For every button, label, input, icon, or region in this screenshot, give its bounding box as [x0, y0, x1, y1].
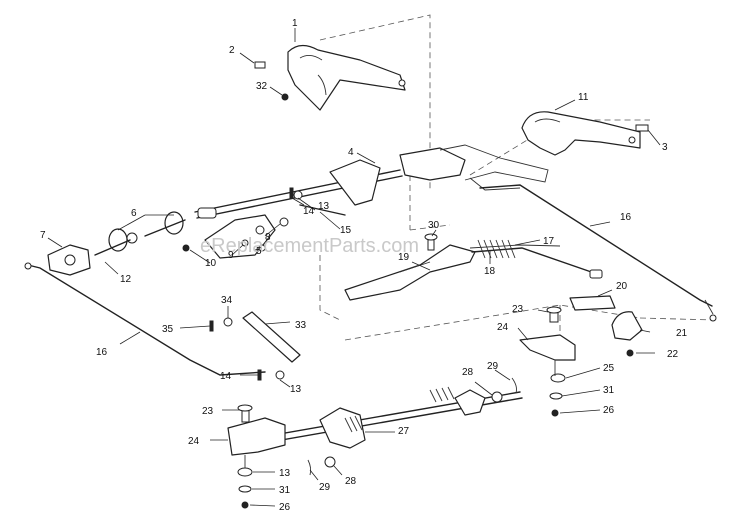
callout-15: 15 — [340, 225, 352, 236]
callout-35: 35 — [162, 324, 174, 335]
callout-12: 12 — [120, 274, 132, 285]
callout-24-left: 24 — [188, 436, 200, 447]
callout-23-right: 23 — [512, 304, 524, 315]
part-7-pivot-bracket — [47, 244, 91, 276]
center-linkage-plate — [182, 187, 346, 259]
part-6-bushings — [108, 211, 184, 252]
callout-13-upper: 13 — [318, 201, 330, 212]
part-30-bolt — [424, 233, 438, 251]
callout-7: 7 — [40, 230, 46, 241]
callout-9: 9 — [228, 250, 234, 261]
callout-32: 32 — [256, 81, 268, 92]
callout-24-right: 24 — [497, 322, 509, 333]
part-16-upper-rod — [479, 184, 717, 322]
callout-28-right: 28 — [462, 367, 474, 378]
callout-13-lower: 13 — [290, 384, 302, 395]
callout-28-bottom: 28 — [345, 476, 357, 487]
callout-16-lower: 16 — [96, 347, 108, 358]
part-20-plate — [569, 295, 616, 311]
part-4-shaft — [194, 144, 549, 219]
callout-25: 25 — [603, 363, 615, 374]
callout-26-right: 26 — [603, 405, 615, 416]
callout-8: 8 — [265, 232, 271, 243]
callout-4: 4 — [348, 147, 354, 158]
part-11-bracket — [521, 111, 641, 156]
callout-21: 21 — [676, 328, 688, 339]
part-24-right-bracket — [519, 306, 576, 417]
callout-16-upper: 16 — [620, 212, 632, 223]
callout-13-bottom: 13 — [279, 468, 291, 479]
callout-33: 33 — [295, 320, 307, 331]
part-21-roller — [611, 311, 643, 341]
callout-31-bottom: 31 — [279, 485, 291, 496]
callout-30: 30 — [428, 220, 440, 231]
callout-1: 1 — [292, 18, 298, 29]
callout-19: 19 — [398, 252, 410, 263]
part-1-bracket — [287, 44, 406, 111]
callout-34: 34 — [221, 295, 233, 306]
part-28-washers — [324, 391, 503, 468]
callout-20: 20 — [616, 281, 628, 292]
callout-29-bottom: 29 — [319, 482, 331, 493]
callout-26-bottom: 26 — [279, 502, 291, 513]
part-19-lever — [344, 244, 476, 301]
callout-29-right: 29 — [487, 361, 499, 372]
callout-31-right: 31 — [603, 385, 615, 396]
callout-3: 3 — [662, 142, 668, 153]
leader-lines — [47, 28, 661, 507]
part-27-lower-shaft — [244, 386, 523, 449]
callout-5: 5 — [256, 246, 262, 257]
part-33-link — [209, 311, 301, 381]
part-22-nut — [626, 349, 634, 357]
part-29-clips — [307, 377, 517, 476]
part-32-nut — [281, 93, 289, 101]
part-24-left-bracket — [227, 404, 286, 509]
callout-11: 11 — [578, 92, 589, 103]
part-16-lower-rod — [24, 262, 266, 376]
callout-6: 6 — [131, 208, 137, 219]
part-2-screw — [254, 61, 266, 69]
callout-2: 2 — [229, 45, 235, 56]
callout-17: 17 — [543, 236, 555, 247]
callout-14-upper: 14 — [303, 206, 315, 217]
callout-27: 27 — [398, 426, 410, 437]
callout-18: 18 — [484, 266, 496, 277]
callout-10: 10 — [205, 258, 217, 269]
callout-numbers: 1 2 32 11 3 4 6 7 12 10 9 5 8 13 14 15 1… — [40, 18, 688, 513]
callout-23-left: 23 — [202, 406, 214, 417]
watermark-text: eReplacementParts.com — [200, 235, 419, 257]
part-17-spring-rod — [469, 239, 603, 279]
callout-22: 22 — [667, 349, 679, 360]
part-3-screw — [635, 124, 649, 132]
callout-14-lower: 14 — [220, 371, 232, 382]
part-12-rod-left — [94, 219, 186, 256]
